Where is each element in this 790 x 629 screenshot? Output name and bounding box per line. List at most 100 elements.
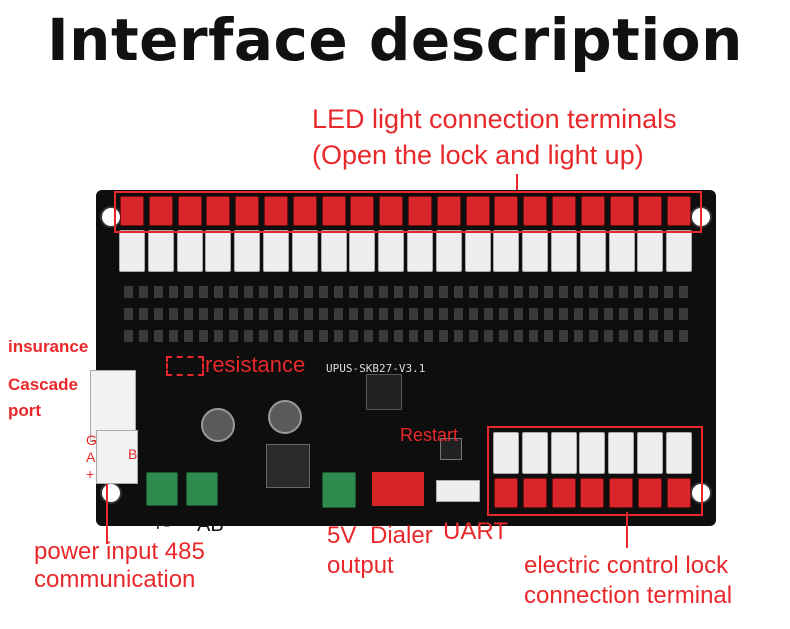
- lock-white-connector: [637, 432, 663, 474]
- cascade-label: Cascade: [8, 375, 78, 394]
- smd-component: [259, 286, 268, 298]
- lock-white-connector: [665, 432, 692, 474]
- insurance-label: insurance: [8, 337, 89, 356]
- led-white-connector: [320, 230, 347, 272]
- smd-component: [604, 330, 613, 342]
- smd-component: [274, 286, 283, 298]
- smd-component: [664, 286, 673, 298]
- lock-red-connector: [522, 478, 547, 508]
- smd-component: [379, 286, 388, 298]
- smd-component: [349, 286, 358, 298]
- smd-component: [289, 286, 298, 298]
- smd-component: [169, 286, 178, 298]
- ab-label: AB: [197, 514, 224, 536]
- smd-component: [544, 286, 553, 298]
- led-white-connector: [464, 230, 491, 272]
- lock-terminal-sublabel: connection terminal: [524, 582, 733, 609]
- lock-red-connector: [638, 478, 662, 508]
- smd-component: [454, 308, 463, 320]
- led-red-connector: [120, 196, 144, 226]
- led-white-connector: [637, 230, 664, 272]
- smd-component: [424, 330, 433, 342]
- smd-component: [589, 308, 598, 320]
- smd-component: [574, 330, 583, 342]
- led-terminals-bracket: [114, 191, 702, 233]
- lock-terminals-bracket: [487, 426, 703, 516]
- page-title: Interface description: [47, 6, 743, 74]
- smd-component: [244, 330, 253, 342]
- restart-button: [440, 438, 462, 460]
- smd-component: [514, 286, 523, 298]
- led-white-connector: [608, 230, 635, 272]
- smd-component: [274, 330, 283, 342]
- smd-component: [499, 330, 508, 342]
- smd-component: [679, 286, 688, 298]
- smd-component: [604, 286, 613, 298]
- smd-component: [484, 330, 493, 342]
- led-red-connector: [177, 196, 202, 226]
- smd-component: [544, 330, 553, 342]
- smd-component: [544, 308, 553, 320]
- smd-component: [364, 330, 373, 342]
- led-red-connector: [148, 196, 173, 226]
- smd-component: [364, 286, 373, 298]
- led-red-connector: [206, 196, 231, 226]
- smd-component: [604, 308, 613, 320]
- led-white-connector: [551, 230, 577, 272]
- smd-component: [154, 308, 163, 320]
- smd-component: [214, 330, 223, 342]
- led-label-leader: [516, 174, 518, 192]
- smd-component: [679, 330, 688, 342]
- led-white-connector: [119, 230, 145, 272]
- smd-component: [139, 330, 148, 342]
- smd-component: [304, 308, 313, 320]
- smd-component: [409, 308, 418, 320]
- smd-component: [154, 286, 163, 298]
- capacitor-2: [268, 400, 302, 434]
- smd-component: [289, 308, 298, 320]
- smd-component: [244, 286, 253, 298]
- pin-b-label: B: [128, 446, 138, 462]
- smd-component: [394, 330, 403, 342]
- smd-component: [229, 308, 238, 320]
- led-terminals-sublabel: (Open the lock and light up): [312, 140, 644, 170]
- pin-a-label: A: [86, 449, 96, 465]
- pin-g-label: G: [86, 432, 97, 448]
- smd-component: [379, 308, 388, 320]
- smd-component: [649, 330, 658, 342]
- smd-component: [289, 330, 298, 342]
- smd-component: [679, 308, 688, 320]
- 5v-label: 5V: [327, 522, 357, 549]
- smd-component: [529, 308, 538, 320]
- resistance-box: [166, 356, 204, 376]
- smd-component: [664, 330, 673, 342]
- led-terminals-label: LED light connection terminals: [312, 104, 677, 134]
- led-white-connector: [579, 230, 606, 272]
- capacitor-1: [201, 408, 235, 442]
- smd-component: [304, 286, 313, 298]
- smd-component: [439, 308, 448, 320]
- smd-component: [199, 286, 208, 298]
- lock-white-connector: [550, 432, 577, 474]
- smd-component: [574, 286, 583, 298]
- led-red-connector: [494, 196, 519, 226]
- led-red-connector: [408, 196, 432, 226]
- power-input-sublabel: communication: [34, 566, 196, 593]
- smd-component: [154, 330, 163, 342]
- power-port: [96, 430, 138, 484]
- smd-component: [334, 330, 343, 342]
- smd-component: [469, 308, 478, 320]
- smd-component: [649, 286, 658, 298]
- led-white-connector: [205, 230, 232, 272]
- circuit-board: UPUS-SKB27-V3.1: [96, 190, 716, 526]
- smd-component: [424, 308, 433, 320]
- led-red-connector: [321, 196, 346, 226]
- smd-component: [349, 308, 358, 320]
- led-white-connector: [493, 230, 520, 272]
- smd-component: [394, 286, 403, 298]
- smd-component: [169, 330, 178, 342]
- led-red-connector: [638, 196, 663, 226]
- smd-component: [274, 308, 283, 320]
- led-red-connector: [436, 196, 461, 226]
- smd-component: [469, 330, 478, 342]
